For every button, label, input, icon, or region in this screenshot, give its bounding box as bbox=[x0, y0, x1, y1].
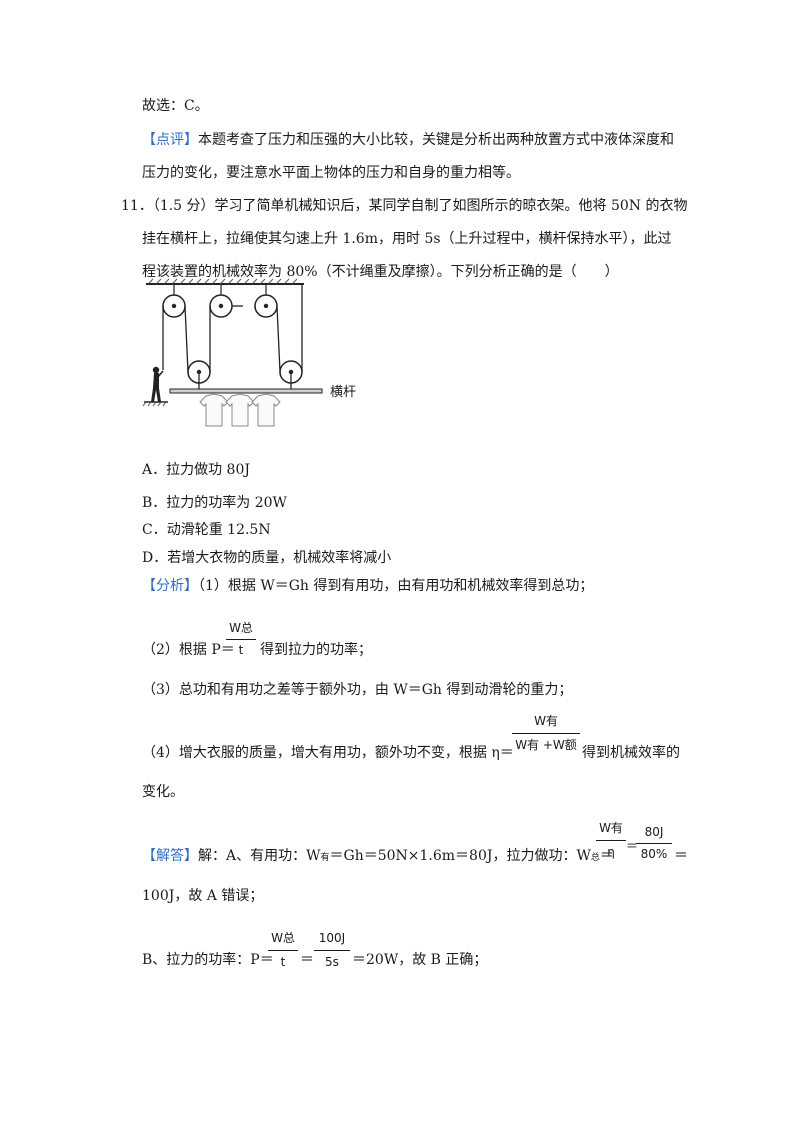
option-b: B．拉力的功率为 20W bbox=[142, 495, 287, 511]
total-work-value-denominator: 80% bbox=[640, 847, 668, 861]
power-calc-fraction-1: W总 t bbox=[268, 928, 298, 972]
fraction-bar bbox=[636, 843, 672, 844]
review-tag: 【点评】 bbox=[142, 132, 198, 148]
answer-line-a-cont: 100J，故 A 错误； bbox=[142, 888, 264, 904]
analysis-p1: （1）根据 W＝Gh 得到有用功，由有用功和机械效率得到总功； bbox=[198, 578, 594, 594]
ground-hatch bbox=[142, 401, 167, 407]
answer-b-eq: ＝ bbox=[300, 952, 314, 968]
efficiency-fraction-numerator: W有 bbox=[534, 714, 558, 728]
power-fraction: W总 t bbox=[226, 620, 256, 660]
total-work-fraction-1: W有 η bbox=[596, 818, 626, 862]
answer-a-eq: ＝ bbox=[599, 848, 614, 864]
analysis-line-4-post: 得到机械效率的 bbox=[582, 745, 680, 761]
review-text: 本题考查了压力和压强的大小比较，关键是分析出两种放置方式中液体深度和 bbox=[198, 132, 674, 148]
answer-a-mid: ＝Gh＝50N×1.6m＝80J，拉力做功：W bbox=[329, 848, 591, 864]
question-11-line-1: 11．（1.5 分）学习了简单机械知识后，某同学自制了如图所示的晾衣架。他将 5… bbox=[121, 198, 688, 214]
power-calc-numerator: W总 bbox=[271, 931, 295, 945]
fraction-bar bbox=[596, 840, 626, 841]
pulley-rack-figure: 横杆 bbox=[142, 278, 372, 447]
crossbar-label: 横杆 bbox=[330, 385, 356, 400]
answer-a-sub-useful: 有 bbox=[320, 853, 330, 863]
question-11-line-3: 程该装置的机械效率为 80%（不计绳重及摩擦）。下列分析正确的是（ ） bbox=[142, 264, 619, 280]
answer-line-a: 【解答】解：A、有用功：W有＝Gh＝50N×1.6m＝80J，拉力做功：W总＝ bbox=[142, 846, 614, 868]
power-fraction-numerator: W总 bbox=[229, 621, 253, 635]
garment-2 bbox=[225, 393, 255, 427]
movable-pulley-axles bbox=[196, 369, 294, 375]
option-a: A．拉力做功 80J bbox=[142, 462, 250, 478]
answer-a-sub-total: 总 bbox=[590, 853, 600, 863]
analysis-line-1: 【分析】（1）根据 W＝Gh 得到有用功，由有用功和机械效率得到总功； bbox=[142, 576, 593, 596]
answer-line-b-pre: B、拉力的功率：P＝ bbox=[142, 952, 274, 968]
ceiling-hatch bbox=[147, 278, 298, 285]
answer-a-eq3: ＝ bbox=[674, 848, 688, 864]
answer-line-b-post: ＝20W，故 B 正确； bbox=[352, 952, 488, 968]
power-calc-value-numerator: 100J bbox=[318, 931, 346, 945]
question-11-line-2: 挂在横杆上，拉绳使其匀速上升 1.6m，用时 5s（上升过程中，横杆保持水平），… bbox=[142, 231, 672, 247]
conclusion-line: 故选：C。 bbox=[142, 98, 209, 114]
option-c: C．动滑轮重 12.5N bbox=[142, 522, 271, 538]
analysis-line-4-cont: 变化。 bbox=[142, 784, 184, 800]
garment-1 bbox=[199, 393, 229, 427]
analysis-tag: 【分析】 bbox=[142, 578, 198, 594]
pulley-hangers bbox=[173, 284, 267, 296]
fraction-bar bbox=[314, 950, 350, 951]
total-work-fraction-2: 80J 80% bbox=[636, 824, 672, 868]
fraction-bar bbox=[268, 950, 298, 951]
ropes bbox=[162, 284, 303, 390]
answer-a-eq2: ＝ bbox=[626, 839, 639, 853]
garment-3 bbox=[251, 393, 281, 427]
total-work-value-numerator: 80J bbox=[644, 825, 664, 839]
total-work-numerator: W有 bbox=[599, 821, 623, 835]
power-calc-denominator: t bbox=[280, 955, 286, 969]
power-calc-fraction-2: 100J 5s bbox=[314, 928, 350, 972]
efficiency-fraction: W有 W有 +W额 bbox=[512, 711, 580, 755]
option-d: D．若增大衣物的质量，机械效率将减小 bbox=[142, 550, 392, 566]
person-figure bbox=[151, 366, 164, 402]
clothes bbox=[199, 393, 281, 427]
answer-tag: 【解答】 bbox=[142, 848, 198, 864]
answer-a-pre: 解：A、有用功：W bbox=[198, 848, 321, 864]
movable-pulleys bbox=[187, 360, 303, 384]
analysis-line-2-post: 得到拉力的功率； bbox=[260, 642, 372, 658]
pulley-diagram: 横杆 bbox=[142, 278, 356, 427]
clothes-hangers bbox=[213, 393, 267, 395]
fraction-bar bbox=[512, 733, 580, 734]
review-line-2: 压力的变化，要注意水平面上物体的压力和自身的重力相等。 bbox=[142, 165, 520, 181]
crossbar bbox=[169, 388, 323, 394]
analysis-line-3: （3）总功和有用功之差等于额外功，由 W＝Gh 得到动滑轮的重力； bbox=[142, 682, 573, 698]
power-fraction-denominator: t bbox=[238, 643, 244, 657]
total-work-denominator: η bbox=[607, 845, 615, 859]
review-line: 【点评】本题考查了压力和压强的大小比较，关键是分析出两种放置方式中液体深度和 bbox=[142, 130, 674, 150]
fraction-bar bbox=[226, 639, 256, 640]
analysis-line-4-pre: （4）增大衣服的质量，增大有用功，额外功不变，根据 η＝ bbox=[142, 745, 514, 761]
power-calc-value-denominator: 5s bbox=[325, 955, 339, 969]
efficiency-fraction-denominator: W有 +W额 bbox=[515, 738, 577, 752]
fixed-pulley-axles bbox=[171, 303, 269, 309]
analysis-line-2-pre: （2）根据 P＝ bbox=[142, 642, 235, 658]
